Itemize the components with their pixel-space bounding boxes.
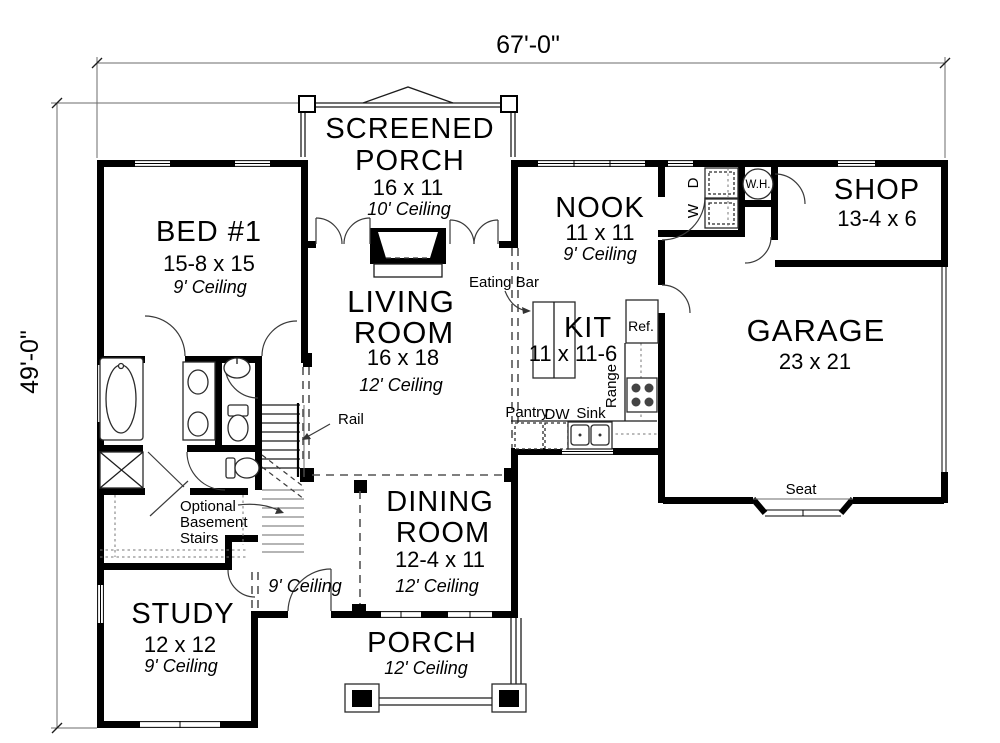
bathroom-fixtures: [99, 357, 260, 489]
fireplace: [370, 228, 446, 278]
room-ceiling-porch: 12' Ceiling: [384, 658, 468, 678]
porch-post: [500, 95, 518, 113]
porch-post: [298, 95, 316, 113]
water-heater: [742, 168, 774, 200]
room-ceiling-living: 12' Ceiling: [359, 375, 443, 395]
garage-door-opening: [941, 267, 947, 472]
window-mudroom: [668, 160, 693, 167]
toilet-2: [225, 457, 260, 479]
room-size-screened-porch: 16 x 11: [373, 175, 444, 200]
kitchen-fixtures: [511, 299, 659, 450]
note-optional-1: Optional: [180, 498, 236, 515]
label-seat: Seat: [786, 481, 818, 498]
leader-lines: [237, 290, 531, 514]
window-study-left: [97, 585, 104, 623]
window-shop: [838, 160, 875, 167]
range: [626, 377, 658, 413]
hall-ceiling: 9' Ceiling: [268, 576, 341, 596]
room-label-dining-2: ROOM: [396, 517, 490, 549]
doors: [144, 173, 806, 612]
double-vanity: [182, 361, 216, 441]
dim-top: 67'-0": [496, 31, 560, 59]
kitchen-island: [532, 301, 576, 379]
kitchen-sink: [567, 421, 613, 450]
porch-column: [491, 683, 527, 713]
bathtub: [99, 357, 144, 441]
note-optional-3: Stairs: [180, 530, 218, 547]
room-label-shop: SHOP: [834, 174, 920, 206]
room-ceiling-nook: 9' Ceiling: [563, 244, 636, 264]
room-label-living-2: ROOM: [354, 315, 454, 350]
laundry-fixtures: [704, 167, 774, 229]
pedestal-sink: [223, 357, 251, 379]
label-dw: DW: [545, 406, 571, 423]
room-label-screened-porch-2: PORCH: [355, 145, 465, 177]
window-front-2: [448, 611, 492, 618]
room-size-shop: 13-4 x 6: [837, 206, 917, 231]
pantry-cabinet: [514, 422, 544, 450]
label-eating-bar: Eating Bar: [469, 274, 539, 291]
porch-features: [344, 618, 527, 713]
room-label-screened-porch-1: SCREENED: [325, 113, 494, 145]
label-ref: Ref.: [628, 318, 654, 334]
washer-dryer: [704, 167, 739, 229]
window-bed1-1: [135, 160, 170, 167]
room-size-bed1: 15-8 x 15: [163, 251, 255, 276]
window-front-1: [381, 611, 421, 618]
room-size-dining: 12-4 x 11: [395, 547, 485, 572]
room-size-garage: 23 x 21: [779, 349, 851, 374]
screened-porch-structure: [298, 86, 518, 278]
linen-closet: [99, 451, 144, 489]
label-water-heater: W.H.: [746, 179, 771, 191]
room-label-study: STUDY: [131, 598, 234, 630]
room-label-kitchen: KIT: [564, 312, 612, 344]
label-washer: W: [685, 203, 702, 218]
room-size-living: 16 x 18: [367, 345, 439, 370]
window-bed1-2: [235, 160, 270, 167]
room-size-nook: 11 x 11: [566, 220, 635, 245]
label-sink: Sink: [576, 405, 606, 422]
dim-left: 49'-0": [16, 330, 44, 394]
refrigerator: [625, 299, 659, 344]
room-size-kitchen: 11 x 11-6: [529, 341, 617, 366]
room-label-dining-1: DINING: [386, 486, 494, 518]
label-rail: Rail: [338, 411, 364, 428]
room-ceiling-study: 9' Ceiling: [144, 656, 217, 676]
interior-walls: [97, 167, 856, 618]
room-label-garage: GARAGE: [747, 313, 886, 348]
room-label-porch: PORCH: [367, 627, 477, 659]
window-nook: [538, 160, 645, 167]
room-label-nook: NOOK: [555, 192, 644, 224]
room-ceiling-bed1: 9' Ceiling: [173, 277, 246, 297]
label-dryer: D: [685, 177, 702, 188]
ceiling-breaks: [251, 248, 519, 609]
stairs: [100, 403, 305, 558]
room-label-living-1: LIVING: [347, 284, 455, 319]
dishwasher: [544, 422, 569, 450]
porch-column: [344, 683, 380, 713]
labels: 67'-0" 49'-0" SCREENED PORCH 16 x 11 10'…: [16, 31, 920, 678]
note-optional-2: Basement: [180, 514, 248, 531]
room-label-bed1: BED #1: [156, 216, 262, 248]
room-ceiling-screened-porch: 10' Ceiling: [367, 199, 451, 219]
window-study-front: [140, 721, 220, 728]
label-range: Range: [603, 364, 620, 408]
toilet-1: [227, 404, 249, 442]
label-pantry: Pantry: [505, 404, 549, 421]
dimension-lines: [51, 57, 951, 734]
room-ceiling-dining: 12' Ceiling: [395, 576, 479, 596]
room-size-study: 12 x 12: [144, 632, 216, 657]
